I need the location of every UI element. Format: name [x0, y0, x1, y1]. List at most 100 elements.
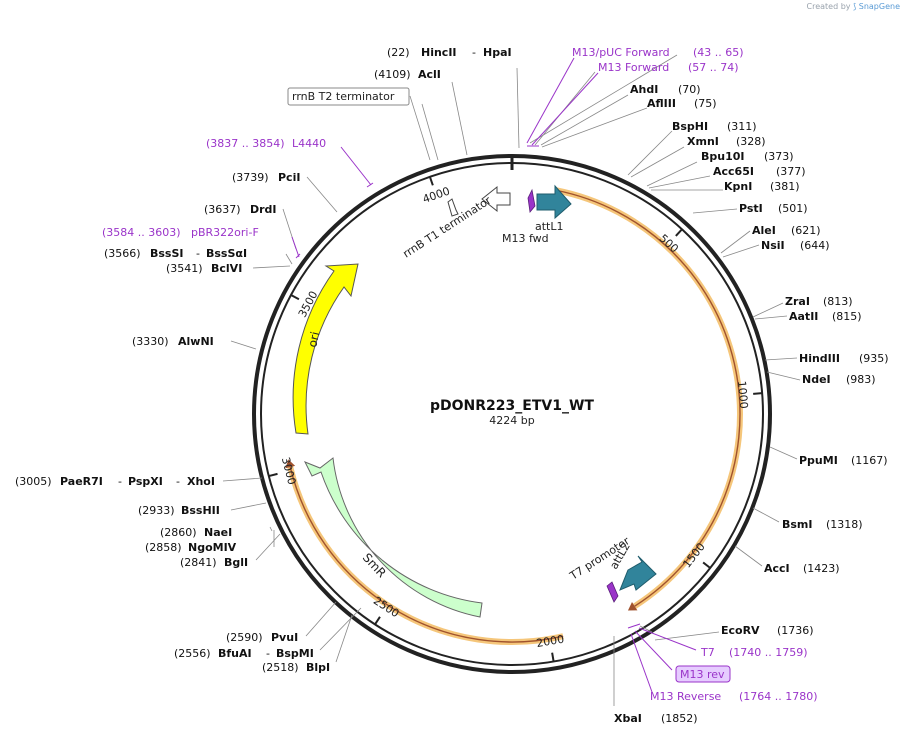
enzyme-bsmi[interactable]: BsmI: [782, 518, 813, 531]
tick-label: 1500: [680, 540, 707, 570]
attl1-arrow[interactable]: [536, 184, 572, 220]
enzyme-zrai-pos: (813): [823, 295, 853, 308]
enzyme-kpni-pos: (381): [770, 180, 800, 193]
rrnb-t2-label: rrnB T2 terminator: [292, 90, 395, 103]
enzyme-bpu10i-pos: (373): [764, 150, 794, 163]
enzyme-alei[interactable]: AleI: [752, 224, 776, 237]
enzyme-bsphi-pos: (311): [727, 120, 757, 133]
enzyme-bsphi[interactable]: BspHI: [672, 120, 708, 133]
primer-m13puc-forward[interactable]: M13/pUC Forward: [572, 46, 670, 59]
enzyme-ndei[interactable]: NdeI: [802, 373, 831, 386]
enzyme-nsii[interactable]: NsiI: [761, 239, 785, 252]
enzyme-alwni[interactable]: AlwNI: [178, 335, 214, 348]
tick-label: 3000: [279, 456, 299, 486]
enzyme-naei-pos: (2860): [160, 526, 197, 539]
enzyme-kpni[interactable]: KpnI: [724, 180, 752, 193]
enzyme-drdi[interactable]: DrdI: [250, 203, 277, 216]
enzyme-acc65i-pos: (377): [776, 165, 806, 178]
tick-label: 1000: [735, 380, 750, 409]
enzyme-bspmi[interactable]: BspMI: [276, 647, 314, 660]
enzyme-bsssi-pos: (3566): [104, 247, 141, 260]
enzyme-bsshii[interactable]: BssHII: [181, 504, 220, 517]
enzyme-bsshii-pos: (2933): [138, 504, 175, 517]
enzyme-ngomiv-pos: (2858): [145, 541, 182, 554]
enzyme-acli[interactable]: AclI: [418, 68, 441, 81]
primer-t7[interactable]: T7: [700, 646, 715, 659]
primer-pbr322ori[interactable]: pBR322ori-F: [191, 226, 259, 239]
enzyme-hindiii[interactable]: HindIII: [799, 352, 840, 365]
leader-lines: [222, 54, 801, 706]
primer-l4440[interactable]: L4440: [292, 137, 326, 150]
enzyme-afliii[interactable]: AflIII: [647, 97, 676, 110]
enzyme-ahdi-pos: (70): [678, 83, 701, 96]
features: ori SmR attL1 M13 fwd rrnB T1 terminator…: [292, 184, 657, 618]
tick-mark: [753, 392, 763, 395]
enzyme-sep4: -: [176, 475, 180, 488]
ori-feature[interactable]: [292, 263, 359, 435]
primer-m13-forward[interactable]: M13 Forward: [598, 61, 669, 74]
enzyme-aatii-pos: (815): [832, 310, 862, 323]
smr-feature[interactable]: [303, 457, 483, 618]
enzyme-pvui-pos: (2590): [226, 631, 263, 644]
lower-arc-line: [289, 466, 564, 643]
enzyme-pcii[interactable]: PciI: [278, 171, 300, 184]
plasmid-name: pDONR223_ETV1_WT: [430, 398, 594, 414]
primer-m13-reverse[interactable]: M13 Reverse: [650, 690, 721, 703]
tick-mark: [428, 176, 434, 186]
enzyme-blpi-pos: (2518): [262, 661, 299, 674]
tick-mark: [374, 616, 381, 625]
enzyme-ahdi[interactable]: AhdI: [630, 83, 658, 96]
enzyme-bfuai-pos: (2556): [174, 647, 211, 660]
enzyme-blpi[interactable]: BlpI: [306, 661, 330, 674]
primer-l4440-range: (3837 .. 3854): [206, 137, 285, 150]
enzyme-pcii-pos: (3739): [232, 171, 269, 184]
smr-label: SmR: [360, 550, 389, 580]
enzyme-zrai[interactable]: ZraI: [785, 295, 810, 308]
enzyme-sep5: -: [196, 247, 200, 260]
attl2-arrow[interactable]: [619, 555, 657, 591]
enzyme-hincii-pos: (22): [387, 46, 410, 59]
enzyme-pvui[interactable]: PvuI: [271, 631, 298, 644]
enzyme-bsssai[interactable]: BssSαI: [206, 247, 247, 260]
enzyme-labels: (22) HincII - HpaI (4109) AclI AhdI (70)…: [15, 46, 889, 725]
m13-rev-box: [675, 665, 731, 683]
enzyme-naei[interactable]: NaeI: [204, 526, 232, 539]
tick-mark: [675, 228, 683, 237]
enzyme-xbai[interactable]: XbaI: [614, 712, 642, 725]
enzyme-ngomiv[interactable]: NgoMIV: [188, 541, 237, 554]
enzyme-psti[interactable]: PstI: [739, 202, 763, 215]
enzyme-xmni-pos: (328): [736, 135, 766, 148]
primer-labels: M13/pUC Forward (43 .. 65) M13 Forward (…: [102, 46, 818, 703]
primer-lines: [291, 57, 697, 693]
rrnb-t1-arrow[interactable]: [481, 185, 511, 213]
enzyme-bclvi[interactable]: BclVI: [211, 262, 242, 275]
enzyme-bfuai[interactable]: BfuAI: [218, 647, 252, 660]
enzyme-drdi-pos: (3637): [204, 203, 241, 216]
snapgene-logo-icon: ⟆: [853, 2, 857, 11]
primer-m13-rev[interactable]: M13 rev: [680, 668, 725, 681]
enzyme-bgli[interactable]: BglI: [224, 556, 248, 569]
enzyme-xbai-pos: (1852): [661, 712, 698, 725]
enzyme-hpai[interactable]: HpaI: [483, 46, 512, 59]
enzyme-paer7i[interactable]: PaeR7I: [60, 475, 103, 488]
enzyme-bsssi[interactable]: BssSI: [150, 247, 184, 260]
enzyme-ppumi[interactable]: PpuMI: [799, 454, 838, 467]
enzyme-xmni[interactable]: XmnI: [687, 135, 719, 148]
enzyme-aatii[interactable]: AatII: [789, 310, 818, 323]
enzyme-bpu10i[interactable]: Bpu10I: [701, 150, 745, 163]
rrnb-t2-arrow[interactable]: [447, 198, 459, 217]
enzyme-acc65i[interactable]: Acc65I: [713, 165, 754, 178]
enzyme-hincii[interactable]: HincII: [421, 46, 457, 59]
t7-promoter-arrow[interactable]: [606, 581, 619, 603]
insert-arrowhead: [627, 601, 638, 611]
enzyme-ppumi-pos: (1167): [851, 454, 888, 467]
enzyme-ecorv[interactable]: EcoRV: [721, 624, 760, 637]
enzyme-pspxi[interactable]: PspXI: [128, 475, 163, 488]
tick-label: 2000: [535, 633, 565, 650]
enzyme-xhoi[interactable]: XhoI: [187, 475, 215, 488]
m13-fwd-label: M13 fwd: [502, 232, 549, 245]
m13-fwd-arrow[interactable]: [527, 188, 536, 213]
enzyme-acci[interactable]: AccI: [764, 562, 790, 575]
